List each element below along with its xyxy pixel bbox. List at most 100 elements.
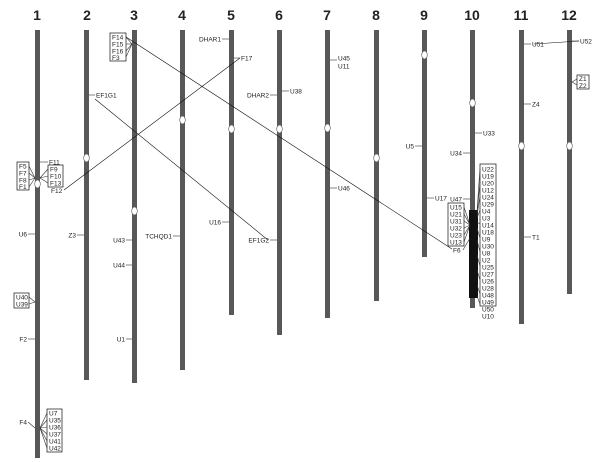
marker-label: U40 [16, 295, 28, 302]
marker-cluster-band [469, 210, 478, 298]
chromosome-3-markers: F14 F15 F16 F3 U43 U44 U1 [109, 32, 133, 344]
marker-label: F5 [19, 164, 27, 171]
marker-label: U14 [482, 223, 494, 230]
chromosome-number-3: 3 [130, 7, 138, 23]
marker-label: U10 [482, 314, 494, 321]
marker-label: Z4 [532, 102, 540, 109]
marker-label: U12 [482, 188, 494, 195]
marker-label: U18 [482, 230, 494, 237]
marker-label: F9 [50, 167, 58, 174]
chromosome-7-markers: U45 U11 U46 [330, 56, 350, 193]
marker-group-box [13, 292, 30, 309]
chromosome-bar-10 [470, 30, 475, 308]
marker-label: U23 [450, 233, 462, 240]
chromosome-bar-6 [277, 30, 282, 335]
marker-group-box [447, 202, 465, 247]
marker-label: U15 [450, 205, 462, 212]
marker-label: U43 [113, 238, 125, 245]
chromosome-9-markers: U5 U17 [406, 144, 448, 203]
marker-label: F12 [51, 188, 63, 195]
chromosome-bar-4 [180, 30, 185, 370]
marker-label: U26 [482, 279, 494, 286]
centromeres [34, 50, 573, 216]
chromosome-number-1: 1 [33, 7, 41, 23]
chromosome-number-11: 11 [514, 7, 529, 23]
marker-label: U49 [482, 300, 494, 307]
linkage-lines [63, 36, 580, 250]
marker-label: TCHQD1 [145, 234, 172, 241]
centromere-11 [518, 141, 525, 151]
marker-label: U22 [482, 167, 494, 174]
marker-label: U19 [482, 174, 494, 181]
marker-label: U20 [482, 181, 494, 188]
marker-label: U50 [482, 307, 494, 314]
chromosome-number-5: 5 [227, 7, 235, 23]
link-line [533, 40, 580, 45]
link-line [63, 57, 241, 191]
marker-label: U32 [450, 226, 462, 233]
marker-label: U37 [49, 432, 61, 439]
chromosome-4-markers: TCHQD1 [145, 234, 180, 241]
marker-label: F1 [19, 184, 27, 191]
marker-label: U29 [482, 202, 494, 209]
chromosome-bar-8 [374, 30, 379, 301]
marker-label: U39 [16, 302, 28, 309]
marker-label: U30 [482, 244, 494, 251]
centromere-7 [324, 123, 331, 133]
centromere-10 [469, 98, 476, 108]
marker-label: DHAR1 [199, 37, 221, 44]
chromosome-6-markers: DHAR2 U38 EF1G2 [247, 89, 302, 245]
marker-label: U31 [450, 219, 462, 226]
centromere-5 [228, 124, 235, 134]
centromere-9 [421, 50, 428, 60]
marker-group-box [46, 408, 63, 453]
marker-label: F4 [19, 420, 27, 427]
marker-label: U46 [338, 186, 350, 193]
marker-label: U4 [482, 209, 491, 216]
marker-label: U38 [290, 89, 302, 96]
marker-group-box [576, 74, 590, 90]
marker-label: F7 [19, 171, 27, 178]
centromere-1 [34, 179, 41, 189]
marker-label: F16 [112, 49, 124, 56]
chromosome-10-markers: U33 U34 U47 U15 U21 U31 U32 U23 U13 F6 U… [447, 131, 497, 321]
marker-label: U35 [49, 418, 61, 425]
marker-label: F13 [50, 181, 62, 188]
marker-label: EF1G2 [248, 238, 269, 245]
chromosome-number-4: 4 [178, 7, 186, 23]
marker-label: U42 [49, 446, 61, 453]
marker-label: U28 [482, 286, 494, 293]
marker-label: U44 [113, 263, 125, 270]
chromosome-number-8: 8 [372, 7, 380, 23]
marker-label: U51 [532, 42, 544, 49]
marker-group-box [16, 161, 30, 191]
marker-label: U16 [209, 220, 221, 227]
chromosome-bar-1 [35, 30, 40, 458]
marker-label: U6 [19, 232, 28, 239]
chromosome-number-12: 12 [561, 7, 577, 23]
marker-group-box [109, 32, 127, 62]
chromosome-numbers: 1 2 3 4 5 6 7 8 9 10 11 12 [33, 7, 577, 23]
chromosome-5-markers: DHAR1 F17 U16 [199, 37, 253, 227]
centromere-3 [131, 206, 138, 216]
marker-label: F3 [112, 55, 120, 62]
marker-label: U11 [338, 64, 350, 71]
centromere-12 [566, 141, 573, 151]
chromosome-2-markers: EF1G1 Z3 [68, 93, 117, 240]
chromosome-bar-9 [422, 30, 427, 257]
chromosome-bar-3 [132, 30, 137, 383]
chromosome-number-10: 10 [464, 7, 480, 23]
marker-group-box [479, 163, 497, 307]
marker-label: F14 [112, 35, 124, 42]
chromosome-bar-7 [325, 30, 330, 318]
chromosome-bar-5 [229, 30, 234, 315]
marker-label: U36 [49, 425, 61, 432]
marker-label: U9 [482, 237, 491, 244]
marker-label: U48 [482, 293, 494, 300]
chromosome-bars [35, 30, 572, 458]
marker-label: F8 [19, 178, 27, 185]
marker-label: Z2 [579, 83, 587, 90]
marker-label: U7 [49, 411, 58, 418]
chromosome-bar-2 [84, 30, 89, 380]
